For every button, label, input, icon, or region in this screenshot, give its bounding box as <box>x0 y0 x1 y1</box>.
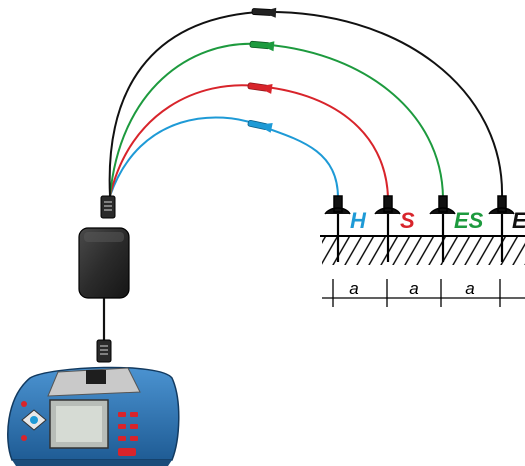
multifunction-tester-icon <box>7 366 180 466</box>
test-leads <box>108 10 504 199</box>
spacing-dimension: a a a <box>322 279 525 307</box>
probe-label-h: H <box>350 208 367 233</box>
inline-clips <box>247 7 277 133</box>
wire-s <box>109 84 389 199</box>
earth-rod-s <box>374 195 401 262</box>
crocodile-clip-icon <box>374 195 401 215</box>
crocodile-clip-icon <box>249 40 275 52</box>
probe-label-es: ES <box>454 208 484 233</box>
probe-labels: H S ES E <box>350 208 525 233</box>
spacing-label-1: a <box>349 279 358 298</box>
crocodile-clip-icon <box>247 82 273 94</box>
probe-label-e: E <box>512 208 525 233</box>
ground-hatch <box>322 237 525 265</box>
earth-rods <box>324 195 515 262</box>
earth-test-adapter-icon <box>78 227 130 299</box>
spacing-label-3: a <box>465 279 474 298</box>
crocodile-clip-icon <box>251 7 277 18</box>
earth-rod-e <box>488 195 515 262</box>
rj-plug-icon <box>100 195 116 219</box>
rj-plug-icon <box>96 339 112 363</box>
ground <box>320 235 525 265</box>
spacing-label-2: a <box>409 279 418 298</box>
crocodile-clip-icon <box>247 119 273 133</box>
earth-rod-h <box>324 195 351 262</box>
crocodile-clip-icon <box>488 195 515 215</box>
probe-label-s: S <box>400 208 415 233</box>
wire-es <box>109 42 444 199</box>
earth-rod-es <box>429 195 456 262</box>
wire-h <box>109 116 339 199</box>
crocodile-clip-icon <box>429 195 456 215</box>
crocodile-clip-icon <box>324 195 351 215</box>
wire-e <box>108 10 504 199</box>
